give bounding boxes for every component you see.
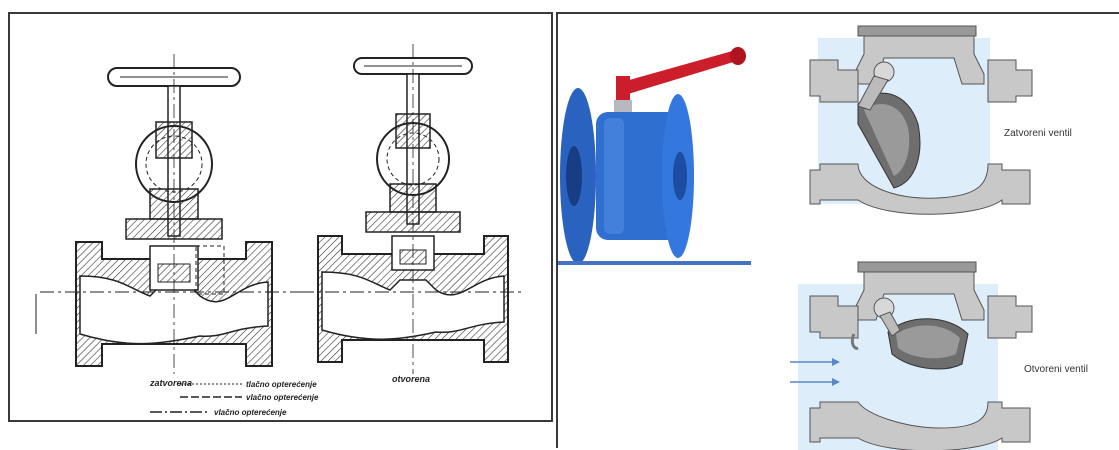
check-valve-closed: Zatvoreni ventil <box>809 25 1072 215</box>
globe-valve-drawing: zatvorena otvorena tlačno opterećenje <box>35 44 525 417</box>
open-globe-valve: otvorena <box>300 44 525 384</box>
valve-types-panel: Zatvoreni ventil Otvoreni ventil <box>556 12 1119 450</box>
closed-check-valve-label: Zatvoreni ventil <box>1004 128 1072 139</box>
load-legend: tlačno opterećenje vlačno opterećenje vl… <box>150 380 319 417</box>
closed-globe-valve: zatvorena <box>35 54 300 388</box>
globe-valve-drawing-panel: zatvorena otvorena tlačno opterećenje <box>8 12 553 422</box>
legend-item-compression: tlačno opterećenje <box>246 380 317 389</box>
open-valve-label: otvorena <box>392 374 430 384</box>
legend-item-tension: vlačno opterećenje <box>246 393 319 402</box>
flow-arrow-icon <box>790 358 840 386</box>
check-valve-open: Otvoreni ventil <box>790 261 1088 450</box>
open-check-valve-label: Otvoreni ventil <box>1024 364 1088 375</box>
legend-item-tension-2: vlačno opterećenje <box>214 408 287 417</box>
closed-valve-label: zatvorena <box>149 378 192 388</box>
ball-valve-image <box>560 47 746 264</box>
valve-types-illustration: Zatvoreni ventil Otvoreni ventil <box>558 25 1088 450</box>
